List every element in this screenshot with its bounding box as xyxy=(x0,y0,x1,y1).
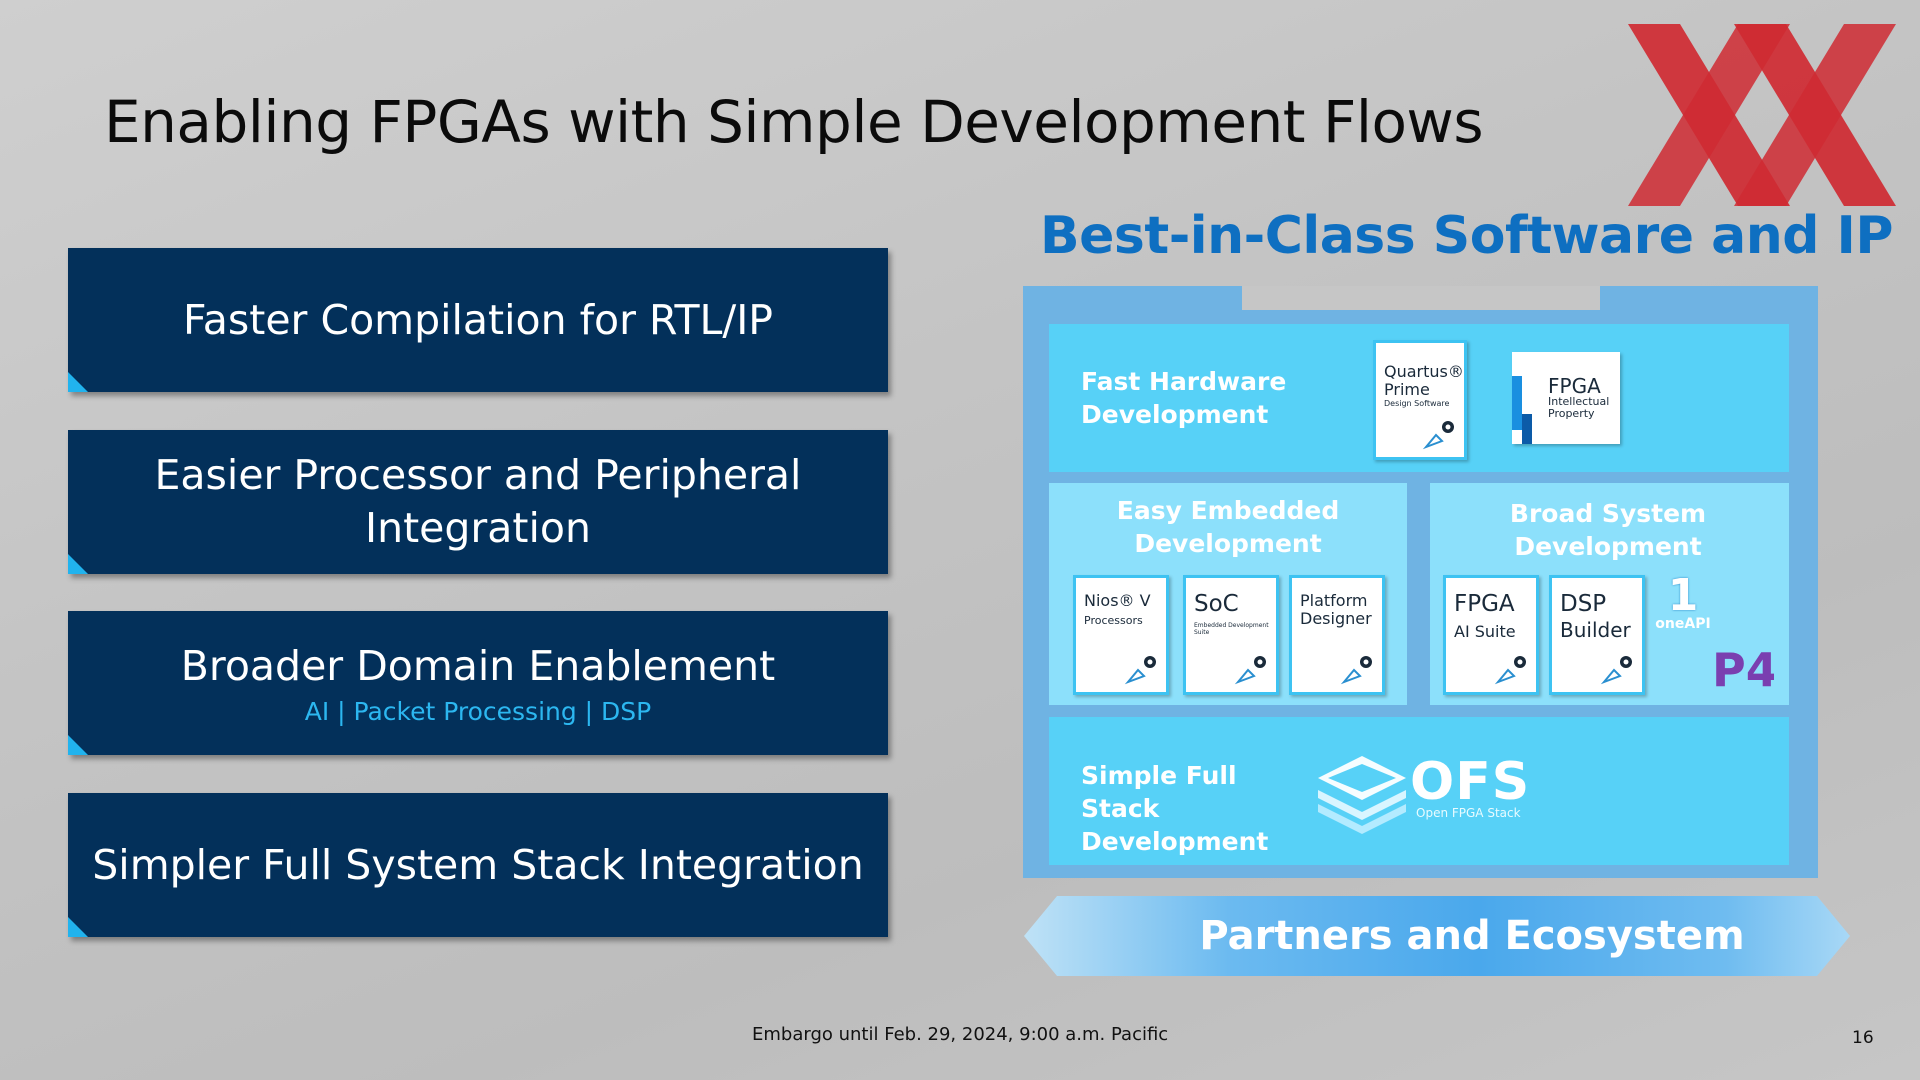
panel-label: Simple Full Stack Development xyxy=(1081,761,1269,856)
ip-bar xyxy=(1512,376,1522,430)
logo-xx-icon xyxy=(1628,24,1896,206)
corner-accent xyxy=(68,917,88,937)
soc-card: SoC Embedded Development Suite xyxy=(1183,575,1279,695)
ofs-label: OFS xyxy=(1410,752,1531,812)
feature-box-integration: Easier Processor and Peripheral Integrat… xyxy=(68,430,888,574)
feature-subtitle: AI | Packet Processing | DSP xyxy=(304,697,652,726)
feature-title: Faster Compilation for RTL/IP xyxy=(182,295,774,344)
corner-accent xyxy=(68,554,88,574)
oneapi-label: oneAPI xyxy=(1655,616,1711,632)
card-subtitle: Builder xyxy=(1560,618,1631,642)
section-heading: Best-in-Class Software and IP xyxy=(1040,206,1894,266)
feature-title: Simpler Full System Stack Integration xyxy=(92,840,864,889)
quartus-card: Quartus® Prime Design Software xyxy=(1373,340,1467,460)
feature-title: Broader Domain Enablement xyxy=(180,642,776,690)
p4-label: P4 xyxy=(1712,643,1774,696)
feature-title: Easier Processor and Peripheral Integrat… xyxy=(154,451,802,552)
corner-accent xyxy=(68,735,88,755)
card-title: DSP xyxy=(1560,591,1607,617)
nios-card: Nios® V Processors xyxy=(1073,575,1169,695)
panel-label: Easy Embedded Development xyxy=(1116,496,1340,558)
card-title: Quartus® Prime xyxy=(1384,362,1464,399)
frame-notch xyxy=(1242,286,1600,310)
partners-banner: Partners and Ecosystem xyxy=(1024,896,1850,976)
pen-gear-icon xyxy=(1124,656,1156,685)
panel-label: Fast Hardware Development xyxy=(1081,367,1287,429)
card-subtitle: Design Software xyxy=(1384,399,1450,408)
pen-gear-icon xyxy=(1340,656,1372,685)
feature-box-stack: Simpler Full System Stack Integration xyxy=(68,793,888,937)
oneapi-logo: 1 oneAPI xyxy=(1648,570,1718,633)
dsp-builder-card: DSP Builder xyxy=(1549,575,1645,695)
card-subtitle: Embedded Development Suite xyxy=(1194,622,1269,636)
card-title: Nios® V xyxy=(1084,591,1151,610)
platform-designer-card: Platform Designer xyxy=(1289,575,1385,695)
pen-gear-icon xyxy=(1494,656,1526,685)
card-title: Platform Designer xyxy=(1300,591,1372,628)
pen-gear-icon xyxy=(1234,656,1266,685)
oneapi-number: 1 xyxy=(1667,570,1699,621)
page-number: 16 xyxy=(1852,1028,1874,1048)
panel-full-stack xyxy=(1049,717,1789,865)
partners-label: Partners and Ecosystem xyxy=(1199,913,1745,959)
page-title: Enabling FPGAs with Simple Development F… xyxy=(104,88,1484,156)
feature-box-compilation: Faster Compilation for RTL/IP xyxy=(68,248,888,392)
card-title: SoC xyxy=(1194,591,1239,617)
card-subtitle: Processors xyxy=(1084,614,1143,627)
ofs-subtitle: Open FPGA Stack xyxy=(1416,806,1521,820)
pen-gear-icon xyxy=(1422,421,1454,450)
corner-accent xyxy=(68,372,88,392)
fpga-ai-suite-card: FPGA AI Suite xyxy=(1443,575,1539,695)
panel-label: Broad System Development xyxy=(1509,499,1707,561)
ip-bar xyxy=(1522,414,1532,444)
card-subtitle: AI Suite xyxy=(1454,622,1516,641)
card-subtitle: Intellectual Property xyxy=(1548,395,1610,420)
embargo-footer: Embargo until Feb. 29, 2024, 9:00 a.m. P… xyxy=(752,1024,1169,1045)
card-title: FPGA xyxy=(1548,374,1601,398)
card-title: FPGA xyxy=(1454,591,1515,617)
p4-logo-icon: P4 xyxy=(1712,643,1774,696)
fpga-ip-card: FPGA Intellectual Property xyxy=(1512,352,1620,444)
pen-gear-icon xyxy=(1600,656,1632,685)
feature-box-domain: Broader Domain Enablement AI | Packet Pr… xyxy=(68,611,888,755)
ofs-layers-icon xyxy=(1318,756,1406,834)
